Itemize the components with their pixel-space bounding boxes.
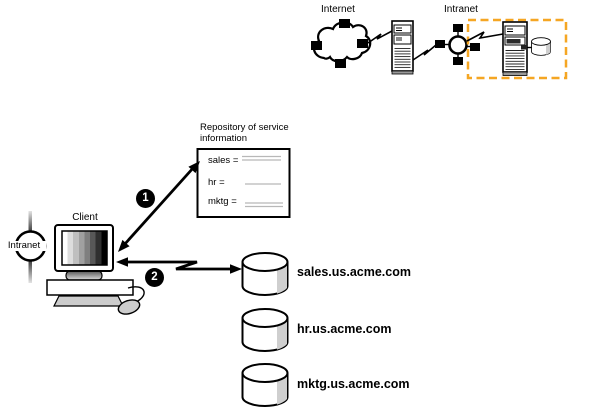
intranet-label: Intranet — [444, 4, 478, 15]
system-unit — [46, 279, 134, 296]
repository-entry-mktg: mktg = — [208, 196, 237, 207]
desktop-computer-icon — [46, 224, 145, 315]
arrow-step1 — [114, 157, 204, 256]
monitor-screen — [61, 230, 108, 266]
network-node-square — [335, 59, 346, 68]
database-label-hr: hr.us.acme.com — [297, 322, 392, 336]
network-hub-icon — [435, 24, 480, 65]
step-1-badge: 1 — [136, 189, 155, 208]
network-node-square — [357, 39, 368, 48]
repository-title-line2: information — [200, 132, 247, 144]
keyboard — [53, 295, 124, 307]
mouse — [117, 299, 141, 315]
client-intranet-label: Intranet — [2, 241, 46, 251]
network-node-square — [470, 43, 480, 51]
arrow-step2 — [116, 257, 242, 274]
network-node-square — [435, 40, 445, 48]
repository-box — [196, 148, 291, 218]
network-node-square — [311, 41, 322, 50]
repository-title-line1: Repository of service — [200, 122, 289, 133]
database-cylinder-icon — [241, 252, 289, 296]
internet-label: Internet — [321, 4, 355, 15]
repository-entry-hr: hr = — [208, 177, 225, 188]
repository-value-lines — [242, 155, 283, 208]
server-tower-icon — [391, 20, 414, 75]
database-cylinder-icon — [241, 308, 289, 352]
repository-title: Repository of service information — [200, 122, 289, 144]
step-2-badge: 2 — [145, 268, 164, 287]
network-node-square — [453, 24, 463, 32]
server-with-database-icon — [502, 21, 551, 76]
mouse-cable — [127, 286, 145, 303]
client-label: Client — [72, 212, 98, 223]
database-cylinder-icon — [531, 37, 551, 56]
zigzag-link-cloud-server — [367, 30, 393, 44]
network-node-square — [339, 19, 350, 28]
network-node-square — [453, 57, 463, 65]
repository-entry-sales: sales = — [208, 155, 239, 166]
monitor-stand — [65, 270, 103, 281]
zigzag-link-hub-server — [466, 31, 504, 42]
database-label-mktg: mktg.us.acme.com — [297, 377, 410, 391]
highlight-dashed-box — [466, 18, 568, 80]
database-label-sales: sales.us.acme.com — [297, 265, 411, 279]
database-cylinder-icon — [241, 363, 289, 407]
internet-cloud-icon — [311, 19, 372, 68]
zigzag-link-server-hub — [412, 44, 437, 61]
